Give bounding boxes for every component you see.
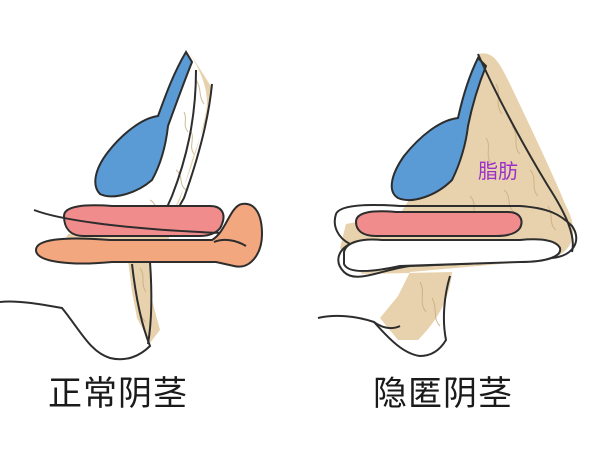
normal-corpus-cavernosum <box>62 204 225 237</box>
normal-fat-tissue <box>60 50 212 343</box>
fat-label: 脂肪 <box>478 159 518 183</box>
normal-penis-caption: 正常阴茎 <box>48 374 188 414</box>
normal-body-line <box>147 261 153 345</box>
hidden-scrotum-inner <box>373 321 401 330</box>
normal-glans <box>34 202 264 268</box>
hidden-penis-caption: 隐匿阴茎 <box>373 374 513 414</box>
normal-glans-fold <box>213 238 247 247</box>
hidden-glans-white <box>343 238 562 272</box>
hidden-suspensory-ligament <box>390 56 488 201</box>
hidden-outer-contour <box>477 53 574 253</box>
hidden-scrotum-outline <box>317 275 451 358</box>
normal-penis-figure <box>0 50 264 361</box>
normal-scrotum-outline <box>0 263 152 361</box>
normal-skin-contour-outer <box>175 83 213 213</box>
hidden-fat-tissue <box>340 53 574 340</box>
normal-skin-contour <box>163 69 197 215</box>
normal-suspensory-ligament <box>94 50 194 198</box>
hidden-corpus-cavernosum <box>354 210 523 237</box>
hidden-penis-figure: 脂肪 <box>317 53 578 358</box>
